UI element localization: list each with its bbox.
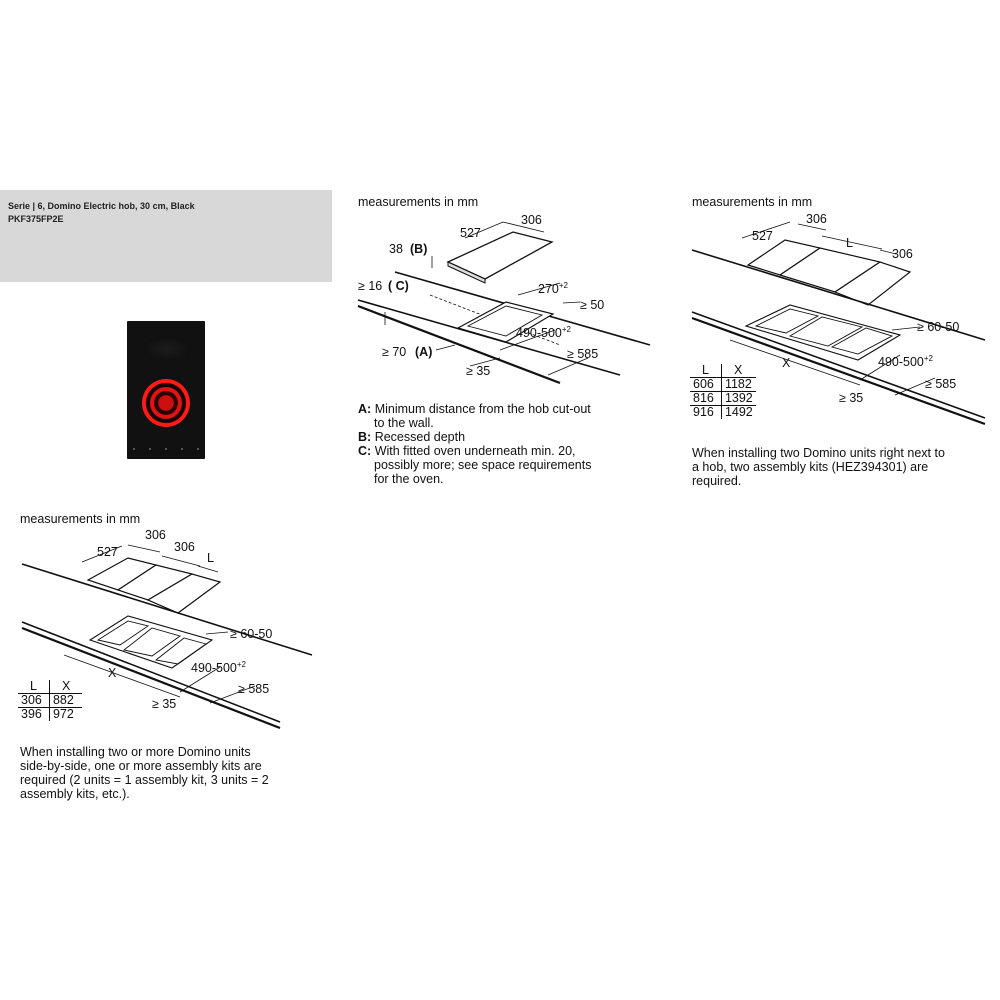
- diagram1-hob-side: [447, 261, 486, 284]
- diagram3-ge6050: ≥ 60-50: [230, 627, 273, 641]
- diagram2-L: L: [846, 236, 853, 250]
- diagram1-label-c: ( C): [388, 279, 409, 293]
- diagram1-cut270: 270+2: [538, 281, 568, 297]
- table-header: L X: [18, 680, 82, 694]
- hob-zone-glowing: [142, 379, 190, 427]
- diagram3-caption: When installing two or more Domino units…: [20, 745, 269, 801]
- diagram2-worktop-front: [691, 311, 986, 419]
- diagram3-w306a: 306: [145, 528, 166, 542]
- diagram1-ge50: ≥ 50: [580, 298, 605, 312]
- diagram1-w306: 306: [521, 213, 542, 227]
- diagram1-ge35: ≥ 35: [466, 364, 491, 378]
- diagram3-X: X: [108, 666, 117, 680]
- note-a: A: Minimum distance from the hob cut-out: [358, 402, 591, 416]
- table-header: L X: [690, 364, 756, 378]
- diagram2-cutout: [744, 304, 902, 361]
- note-a-cont: to the wall.: [374, 416, 434, 430]
- diagram3-ge585: ≥ 585: [238, 682, 270, 696]
- diagram2-ge35: ≥ 35: [839, 391, 864, 405]
- note-b: B: Recessed depth: [358, 430, 466, 444]
- diagram3-d527: 527: [97, 545, 118, 559]
- header-X: X: [733, 363, 743, 377]
- diagram1-cut490: 490-500+2: [516, 325, 571, 341]
- diagram2-w306a: 306: [806, 212, 827, 226]
- hob-zone-off: [143, 336, 191, 362]
- product-header-box: [0, 190, 332, 282]
- hob-controls: [133, 448, 199, 451]
- product-model: PKF375FP2E: [8, 214, 64, 224]
- diagram1-depth38: 38: [389, 242, 403, 256]
- diagram3-L: L: [207, 551, 214, 565]
- note-c-cont2: for the oven.: [374, 472, 444, 486]
- diagram3-ge35: ≥ 35: [152, 697, 177, 711]
- diagram1-ge585: ≥ 585: [567, 347, 599, 361]
- diagram1-label-b: (B): [410, 242, 428, 256]
- diagram2-w306b: 306: [892, 247, 913, 261]
- diagram3-worktop-back: [21, 563, 313, 656]
- diagram3-hob-3: [146, 573, 222, 614]
- header-L: L: [18, 680, 50, 694]
- note-c: C: With fitted oven underneath min. 20,: [358, 444, 576, 458]
- diagram3-cutout: [88, 615, 214, 669]
- diagram2-d527: 527: [752, 229, 773, 243]
- diagram1-label-a: (A): [415, 345, 433, 359]
- product-title: Serie | 6, Domino Electric hob, 30 cm, B…: [8, 201, 195, 211]
- diagram2-ge6050: ≥ 60-50: [917, 320, 960, 334]
- diagram2-cut490: 490-500+2: [878, 354, 933, 370]
- diagram3-cut490: 490-500+2: [191, 660, 246, 676]
- diagram2-heading: measurements in mm: [692, 195, 813, 209]
- diagram1-heading: measurements in mm: [358, 195, 479, 209]
- note-c-cont: possibly more; see space requirements: [374, 458, 592, 472]
- header-L: L: [690, 364, 722, 378]
- diagram1-d527: 527: [460, 226, 481, 240]
- diagram3-heading: measurements in mm: [20, 512, 141, 526]
- diagram1-gap16: ≥ 16: [358, 279, 383, 293]
- diagram2-ge585: ≥ 585: [925, 377, 957, 391]
- diagram2-worktop-back: [691, 249, 986, 341]
- diagram1-notes: A: Minimum distance from the hob cut-out…: [358, 402, 638, 486]
- diagram2-X: X: [782, 356, 791, 370]
- header-X: X: [61, 679, 71, 693]
- diagram3-worktop-front: [21, 621, 281, 723]
- diagram2-caption: When installing two Domino units right n…: [692, 446, 945, 488]
- diagram1-ge70: ≥ 70: [382, 345, 407, 359]
- diagram3-w306b: 306: [174, 540, 195, 554]
